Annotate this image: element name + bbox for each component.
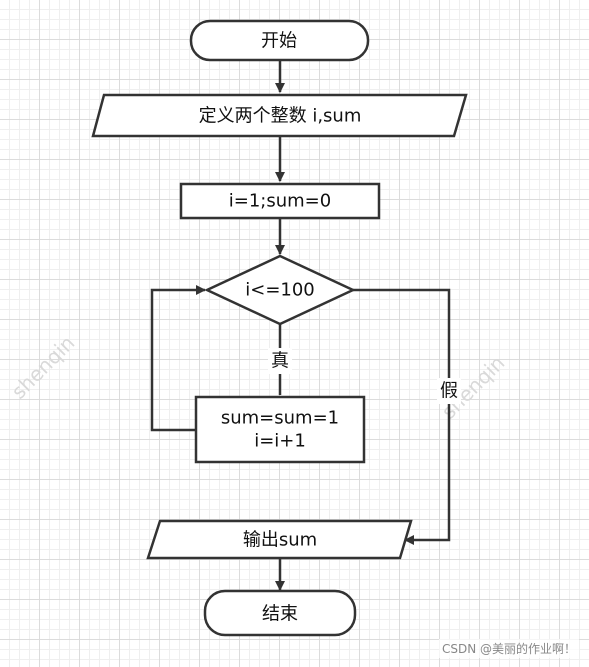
condition-diamond — [204, 254, 356, 326]
condition-label: i<=100 — [245, 280, 315, 301]
loop-body-line-1: sum=sum=1 — [221, 408, 339, 429]
output-label: 输出sum — [243, 530, 317, 551]
init-label: i=1;sum=0 — [229, 191, 331, 212]
init-process-box — [179, 182, 381, 220]
csdn-credit: CSDN @美丽的作业啊！ — [438, 639, 579, 658]
declare-label: 定义两个整数 i,sum — [199, 106, 362, 127]
false-branch-arrow — [353, 288, 451, 545]
end-label: 结束 — [262, 604, 298, 625]
watermark-left: shenqin — [7, 331, 80, 404]
loop-body-line-2: i=i+1 — [254, 431, 306, 452]
start-terminal — [189, 19, 370, 62]
false-branch-label: 假 — [440, 381, 458, 402]
declare-io-shape — [91, 93, 468, 138]
true-branch-label: 真 — [271, 351, 289, 372]
false-label-bg — [437, 378, 461, 404]
end-terminal — [203, 589, 357, 637]
loop-back-arrow — [150, 285, 206, 432]
output-io-shape — [146, 519, 413, 560]
true-label-bg — [268, 348, 292, 374]
start-label: 开始 — [261, 31, 297, 52]
loop-body-box — [194, 395, 366, 464]
